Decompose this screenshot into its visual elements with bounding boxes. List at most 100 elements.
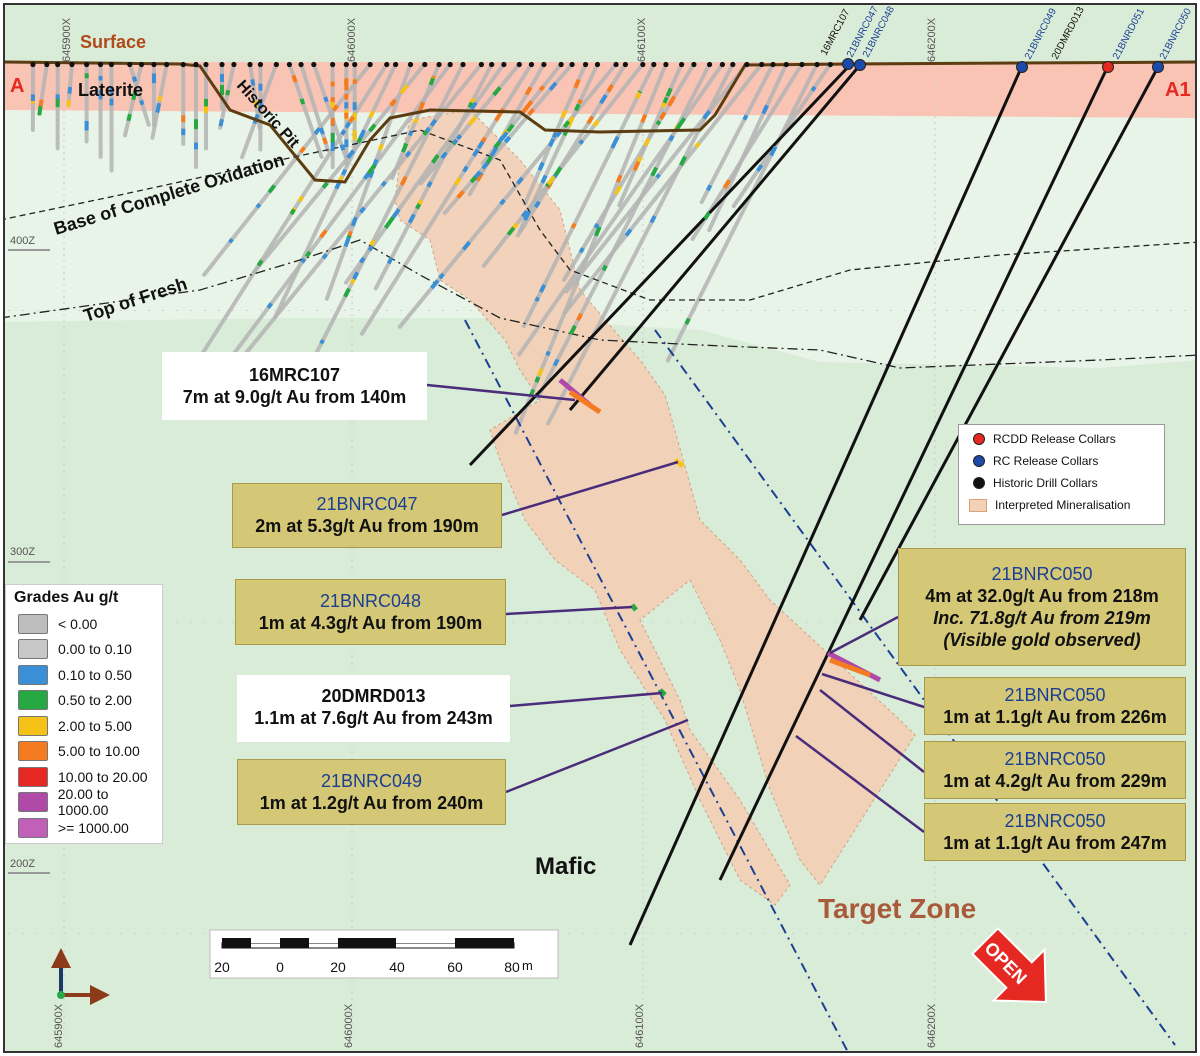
elevation-label: 300Z bbox=[10, 546, 35, 558]
callout-intercept: 1.1m at 7.6g/t Au from 243m bbox=[254, 708, 493, 728]
scale-tick: 20 bbox=[330, 959, 346, 975]
callout-hole-id: 20DMRD013 bbox=[321, 686, 426, 706]
grade-legend-label: 10.00 to 20.00 bbox=[58, 768, 148, 785]
scale-tick: 40 bbox=[389, 959, 405, 975]
callout-leaders bbox=[426, 383, 925, 833]
callout-intercept: 1m at 1.1g/t Au from 226m bbox=[943, 707, 1167, 727]
callout-21bnrc050-247m: 21BNRC050 1m at 1.1g/t Au from 247m bbox=[924, 803, 1186, 861]
easting-label: 646000X bbox=[346, 17, 358, 62]
easting-label: 645900X bbox=[61, 17, 73, 62]
release-collars bbox=[842, 58, 1164, 73]
figure-frame bbox=[3, 3, 1197, 1053]
grade-legend-row: 10.00 to 20.00 bbox=[6, 764, 162, 790]
collar-legend: RCDD Release Collars RC Release Collars … bbox=[958, 424, 1165, 525]
callout-intercept: 2m at 5.3g/t Au from 190m bbox=[255, 516, 479, 536]
easting-label: 645900X bbox=[53, 1003, 65, 1048]
grade-swatch-icon bbox=[18, 664, 48, 685]
elevation-label: 200Z bbox=[10, 858, 35, 870]
callout-hole-id: 21BNRC047 bbox=[316, 494, 418, 514]
callout-hole-id: 21BNRC049 bbox=[320, 771, 423, 791]
grade-legend-row: 2.00 to 5.00 bbox=[6, 713, 162, 739]
grade-swatch-icon bbox=[18, 817, 48, 838]
legend-label: RCDD Release Collars bbox=[993, 432, 1116, 446]
callout-20dmrd013: 20DMRD013 1.1m at 7.6g/t Au from 243m bbox=[237, 675, 510, 742]
rcdd-collar bbox=[1102, 61, 1114, 73]
legend-item-rc: RC Release Collars bbox=[959, 450, 1164, 472]
base-of-oxidation-line bbox=[5, 129, 1195, 301]
target-zone-label: Target Zone bbox=[818, 893, 976, 924]
rc-collar bbox=[854, 59, 866, 71]
rc-collar bbox=[1152, 61, 1164, 73]
grade-legend-label: 5.00 to 10.00 bbox=[58, 743, 140, 760]
callout-hole-id: 21BNRC048 bbox=[319, 591, 422, 611]
grade-legend-row: 20.00 to 1000.00 bbox=[6, 786, 162, 818]
legend-item-historic: Historic Drill Collars bbox=[959, 472, 1164, 494]
grade-legend-label: 0.50 to 2.00 bbox=[58, 692, 132, 709]
scale-tick: 60 bbox=[447, 959, 463, 975]
grades-legend-title: Grades Au g/t bbox=[14, 589, 119, 606]
surface-label: Surface bbox=[80, 32, 146, 52]
callout-hole-id: 21BNRC050 bbox=[1004, 685, 1106, 705]
section-end-a1: A1 bbox=[1165, 79, 1191, 101]
callout-hole-id: 21BNRC050 bbox=[1004, 749, 1106, 769]
grade-swatch-icon bbox=[18, 690, 48, 711]
interpreted-mineralisation bbox=[394, 109, 916, 906]
rc-collar bbox=[1016, 61, 1028, 73]
black-dot-icon bbox=[973, 477, 985, 489]
callout-note: (Visible gold observed) bbox=[943, 630, 1141, 650]
historic-pit-outline bbox=[5, 60, 1195, 184]
callout-16mrc107: 16MRC107 7m at 9.0g/t Au from 140m bbox=[162, 352, 427, 420]
legend-item-mineralisation: Interpreted Mineralisation bbox=[959, 494, 1164, 516]
callout-hole-id: 21BNRC050 bbox=[991, 564, 1093, 584]
easting-label: 646200X bbox=[926, 17, 938, 62]
historic-drill-collars bbox=[30, 61, 833, 68]
callout-intercept: 1m at 4.3g/t Au from 190m bbox=[258, 613, 483, 633]
elevation-label: 400Z bbox=[10, 235, 35, 247]
grade-swatch-icon bbox=[18, 613, 48, 634]
callout-hole-id: 16MRC107 bbox=[248, 365, 341, 385]
easting-labels-top: 645900X 646000X 646100X 646200X bbox=[61, 17, 938, 62]
callout-intercept: 4m at 32.0g/t Au from 218m bbox=[925, 586, 1159, 606]
callout-intercept: 1m at 4.2g/t Au from 229m bbox=[943, 771, 1167, 791]
grade-legend-label: 0.00 to 0.10 bbox=[58, 641, 132, 658]
mineralisation-swatch-icon bbox=[969, 498, 987, 512]
scale-bar: 20 0 20 40 60 80 m bbox=[209, 929, 559, 979]
easting-label: 646100X bbox=[634, 1003, 646, 1048]
release-drill-traces bbox=[468, 63, 1160, 946]
grade-legend-row: 0.10 to 0.50 bbox=[6, 662, 162, 688]
mafic-label: Mafic bbox=[535, 853, 596, 880]
grade-legend-label: 0.10 to 0.50 bbox=[58, 666, 132, 683]
scale-unit: m bbox=[522, 958, 533, 973]
top-of-fresh-line bbox=[5, 239, 1195, 369]
grade-swatch-icon bbox=[18, 766, 48, 787]
grade-intercepts bbox=[30, 73, 882, 697]
easting-labels-bottom: 645900X 646000X 646100X 646200X bbox=[53, 1003, 938, 1048]
legend-label: RC Release Collars bbox=[993, 454, 1099, 468]
easting-label: 646100X bbox=[636, 17, 648, 62]
section-end-a: A bbox=[10, 75, 24, 97]
callout-21bnrc050-229m: 21BNRC050 1m at 4.2g/t Au from 229m bbox=[924, 741, 1186, 799]
legend-label: Interpreted Mineralisation bbox=[995, 498, 1131, 512]
grade-swatch-icon bbox=[18, 792, 48, 813]
callout-intercept: Inc. 71.8g/t Au from 219m bbox=[933, 608, 1151, 628]
grade-legend-label: >= 1000.00 bbox=[58, 819, 129, 836]
callout-21bnrc050-main: 21BNRC050 4m at 32.0g/t Au from 218m Inc… bbox=[898, 548, 1186, 666]
callout-21bnrc048: 21BNRC048 1m at 4.3g/t Au from 190m bbox=[235, 579, 506, 645]
blue-dot-icon bbox=[973, 455, 985, 467]
callout-21bnrc049: 21BNRC049 1m at 1.2g/t Au from 240m bbox=[237, 759, 506, 825]
orientation-axes-icon bbox=[51, 948, 110, 1005]
grade-legend-row: 5.00 to 10.00 bbox=[6, 739, 162, 765]
callout-intercept: 1m at 1.2g/t Au from 240m bbox=[259, 793, 484, 813]
legend-item-rcdd: RCDD Release Collars bbox=[959, 428, 1164, 450]
scale-tick: 0 bbox=[276, 959, 284, 975]
grade-legend-label: 20.00 to 1000.00 bbox=[57, 786, 109, 819]
scale-tick: 80 bbox=[504, 959, 520, 975]
callout-hole-id: 21BNRC050 bbox=[1004, 811, 1106, 831]
grade-legend-label: < 0.00 bbox=[58, 615, 98, 632]
laterite-label: Laterite bbox=[78, 80, 143, 100]
grade-legend-row: < 0.00 bbox=[6, 611, 162, 637]
grades-legend: Grades Au g/t < 0.00 0.00 to 0.10 0.10 to … bbox=[5, 584, 163, 844]
legend-label: Historic Drill Collars bbox=[993, 476, 1098, 490]
